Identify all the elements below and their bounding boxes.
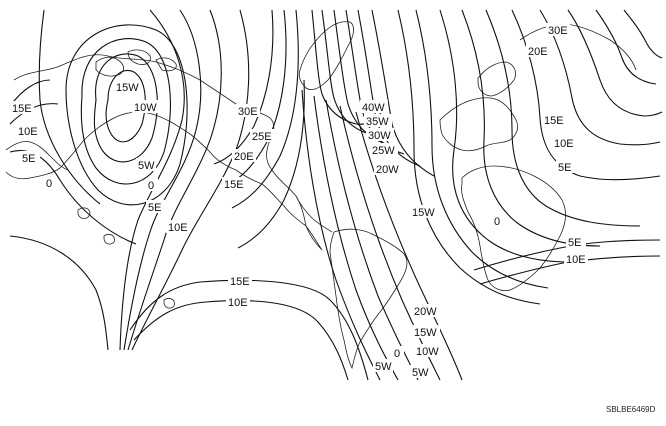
isogonic-line [133,300,349,381]
isogonic-line [415,9,549,289]
isogonic-line [38,9,101,205]
isogonic-line [213,9,274,165]
isogonic-line [539,9,661,146]
isogonic-label: 5W [375,361,392,373]
coast-asia [519,23,637,71]
isogonic-line [231,9,299,209]
isogonic-labels: 15E 10E 5E 0 15W 10W 5W 0 5E 10E 30E 25E… [10,23,588,379]
coast-south-america [329,228,408,370]
isogonic-label: 20W [414,306,437,318]
isogonic-label: 15W [412,207,435,219]
isogonic-label: 5E [148,202,161,214]
isogonic-line [9,235,109,351]
isogonic-label: 15E [12,103,32,115]
isogonic-line [461,9,601,247]
coast-alaska [5,141,69,171]
isogonic-label: 10E [554,138,574,150]
isogonic-line [325,99,419,381]
isogonic-label: 15W [116,82,139,94]
isogonic-line [439,9,571,263]
isogonic-line [131,9,250,351]
isogonic-label: 5E [558,162,571,174]
isogonic-line [127,9,222,351]
isogonic-line [65,24,188,206]
isogonic-line [80,38,171,185]
isogonic-label: 5E [568,237,581,249]
isogonic-label: 10E [18,126,38,138]
isogonic-label: 10W [134,102,157,114]
isogonic-label: 10W [416,346,439,358]
isogonic-line [485,9,641,227]
isogonic-label: 30E [238,106,258,118]
isogonic-label: 20E [234,151,254,163]
isogonic-line [301,89,381,381]
coastlines [5,21,637,370]
isogonic-line [123,9,202,351]
isogonic-label: 30E [548,25,568,37]
isogonic-label: 0 [394,348,400,360]
isogonic-label: 15E [230,276,250,288]
figure-code: SBLBE6469D [606,405,656,414]
isogonic-line [623,9,663,59]
isogonic-line [397,9,541,305]
coast-north-america [5,54,323,251]
coast-europe [439,97,518,152]
isogonic-label: 0 [46,178,52,190]
coast-central-america [295,195,333,233]
isogonic-label: 10E [228,297,248,309]
isogonic-line [355,111,463,381]
isogonic-label: 10E [168,222,188,234]
coast-greenland [298,21,354,90]
coast-scandinavia [477,61,516,97]
isogonic-line [321,9,371,135]
isogonic-label: 15W [414,327,437,339]
isogonic-line [119,9,185,351]
isogonic-lines [9,9,663,381]
isogonic-line [567,9,663,117]
isogonic-label: 40W [362,102,385,114]
coast-pacific-islands [77,207,175,309]
isogonic-line [511,9,661,181]
isogonic-label: 30W [368,130,391,142]
isogonic-label: 20W [376,164,399,176]
isogonic-label: 35W [366,116,389,128]
isogonic-line [237,79,305,249]
isogonic-label: 25W [372,145,395,157]
isogonic-label: 5E [22,153,35,165]
isogonic-label: 0 [148,180,154,192]
isogonic-label: 5W [412,367,429,379]
isogonic-line [473,239,661,271]
isogonic-label: 15E [224,179,244,191]
isogonic-line [93,53,158,163]
isogonic-line [313,95,399,381]
isogonic-line [595,9,657,85]
isogonic-line [339,105,441,381]
isogonic-line [129,279,369,381]
isogonic-label: 0 [494,216,500,228]
coast-africa [461,165,566,291]
isogonic-label: 15E [544,115,564,127]
isogonic-label: 20E [528,46,548,58]
isogonic-label: 5W [138,160,155,172]
isogonic-line [105,70,146,143]
isogonic-label: 10E [566,254,586,266]
isogonic-label: 25E [252,131,272,143]
